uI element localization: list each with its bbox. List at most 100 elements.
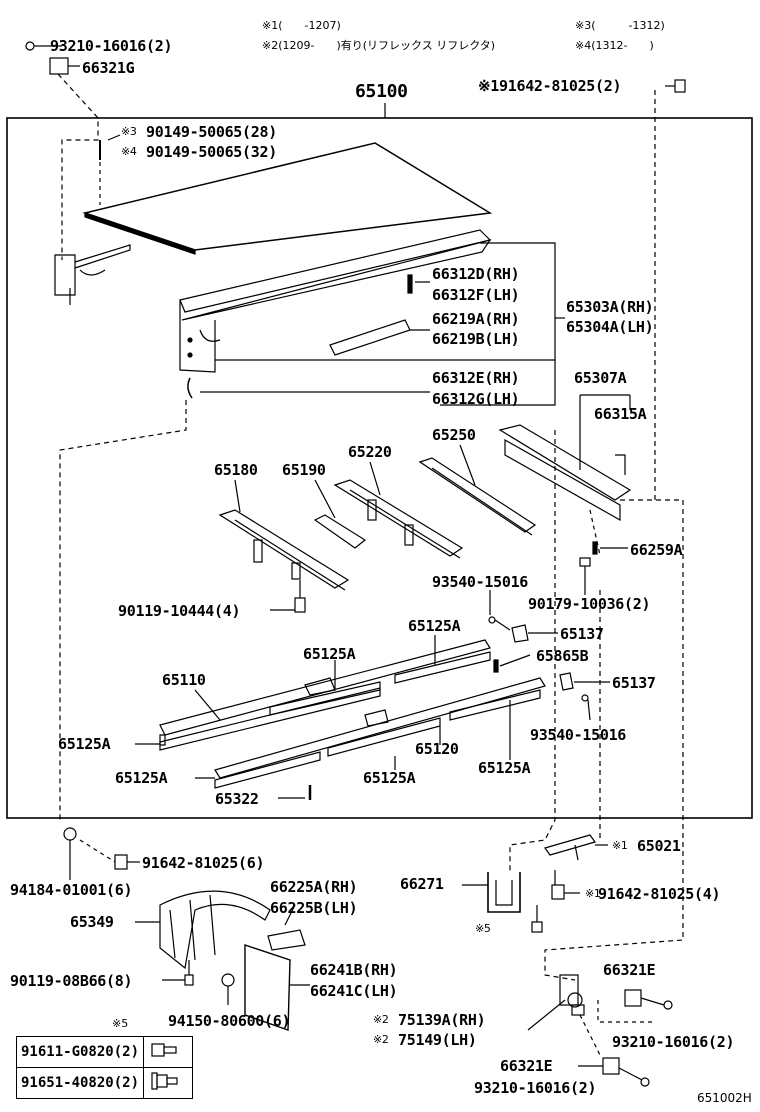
part-label: 66312E(RH) [432, 369, 520, 387]
part-label: 66241B(RH) [310, 961, 398, 979]
bracket-65021 [544, 834, 596, 856]
side-rail-end [179, 300, 216, 373]
deck-board-edge [84, 212, 196, 255]
part-label: 65303A(RH) [566, 298, 654, 316]
marker: ※2 [373, 1013, 389, 1026]
part-label: 90119-08B66(8) [10, 972, 133, 990]
part-label: 93540-15016 [432, 573, 529, 591]
part-label: 94150-80600(6) [168, 1012, 291, 1030]
legend-title: ※5 [112, 1017, 129, 1030]
bolt-90119-08 [184, 974, 194, 986]
side-rail-lower [181, 239, 492, 321]
part-label: 65137 [612, 674, 656, 692]
sill-65120 [214, 677, 546, 789]
part-label: 65120 [415, 740, 459, 758]
reflector-75139A [559, 974, 585, 1016]
nut-94184 [63, 827, 77, 841]
part-label: 65865B [536, 647, 589, 665]
part-label: 75149(LH) [398, 1031, 477, 1049]
legend-row: 91651-40820(2) [15, 1067, 194, 1099]
part-label: 66321G [82, 59, 135, 77]
part-label: ※191642-81025(2) [478, 77, 622, 95]
part-label: 65125A [58, 735, 111, 753]
part-label: 65125A [408, 617, 461, 635]
part-label: 66271 [400, 875, 444, 893]
rail-65307A [498, 424, 632, 501]
note-2: ※2(1209- )有り(リフレックス リフレクタ) [262, 39, 496, 52]
bolt-91642-mid [114, 854, 128, 870]
u-bolt-66271 [487, 872, 521, 913]
part-label: 65125A [478, 759, 531, 777]
legend-table: 91611-G0820(2) 91651-40820(2) [15, 1036, 194, 1099]
crossmember-65250 [418, 444, 537, 536]
mudguard-65349 [135, 890, 271, 970]
part-label: 66225A(RH) [270, 878, 358, 896]
hinge-curve [79, 269, 106, 276]
hinge-arm [74, 244, 131, 269]
part-label: 66219A(RH) [432, 310, 520, 328]
hinge-bracket [54, 254, 76, 296]
marker: ※1 [585, 887, 601, 900]
part-label: 66315A [594, 405, 647, 423]
assembly-frame [6, 117, 753, 819]
nut-66321E-a [624, 989, 642, 1007]
part-label: 65307A [574, 369, 627, 387]
legend-part: 91651-40820(2) [15, 1067, 145, 1099]
part-label: 93210-16016(2) [612, 1033, 735, 1051]
part-label: 93210-16016(2) [50, 37, 173, 55]
part-label: 66219B(LH) [432, 330, 520, 348]
part-label: 90149-50065(32) [146, 143, 277, 161]
marker: ※4 [121, 145, 137, 158]
part-label: 93540-15016 [530, 726, 627, 744]
crossmember-65190 [313, 479, 367, 549]
crossmember-65180 [218, 509, 350, 591]
assembly-number: 65100 [355, 81, 408, 102]
side-rail-hole [187, 337, 193, 343]
part-label: 65322 [215, 790, 259, 808]
part-label: 75139A(RH) [398, 1011, 486, 1029]
part-label: 90149-50065(28) [146, 123, 277, 141]
part-label: 65180 [214, 461, 258, 479]
part-label: 65349 [70, 913, 114, 931]
part-label: 66312G(LH) [432, 390, 520, 408]
part-label: 93210-16016(2) [474, 1079, 597, 1097]
nut-66321G [49, 57, 69, 75]
part-label: 65125A [303, 645, 356, 663]
part-label: 91642-81025(6) [142, 854, 265, 872]
part-label: 94184-01001(6) [10, 881, 133, 899]
part-label: 90119-10444(4) [118, 602, 241, 620]
part-label: 66321E [603, 961, 656, 979]
part-label: 65220 [348, 443, 392, 461]
part-label: 65304A(LH) [566, 318, 654, 336]
bolt-nut-5 [531, 921, 543, 933]
marker: ※5 [475, 922, 491, 935]
pin-66315A [615, 454, 626, 475]
part-label: 90179-10036(2) [528, 595, 651, 613]
part-label: 65190 [282, 461, 326, 479]
note-1: ※1( -1207) [262, 19, 341, 32]
part-label: 65021 [637, 837, 681, 855]
diagram-code: 651002H [697, 1091, 752, 1105]
sill-65110 [159, 639, 491, 751]
part-label: 65250 [432, 426, 476, 444]
part-label: 66241C(LH) [310, 982, 398, 1000]
marker: ※1 [612, 839, 628, 852]
side-rail-hole-2 [187, 352, 193, 358]
part-label: 65110 [162, 671, 206, 689]
bolt-90179 [579, 557, 591, 567]
bracket-66219 [329, 319, 411, 356]
bolt-91642-low [551, 884, 565, 900]
bolt-93210 [25, 41, 35, 51]
note-4: ※4(1312- ) [575, 39, 654, 52]
part-label: 65125A [115, 769, 168, 787]
legend-row: 91611-G0820(2) [15, 1036, 194, 1068]
part-label: 65125A [363, 769, 416, 787]
part-label: 66225B(LH) [270, 899, 358, 917]
part-label: 66312D(RH) [432, 265, 520, 283]
bracket-66225 [267, 929, 306, 951]
marker: ※3 [121, 125, 137, 138]
part-label: 66321E [500, 1057, 553, 1075]
legend-part: 91611-G0820(2) [15, 1036, 145, 1068]
